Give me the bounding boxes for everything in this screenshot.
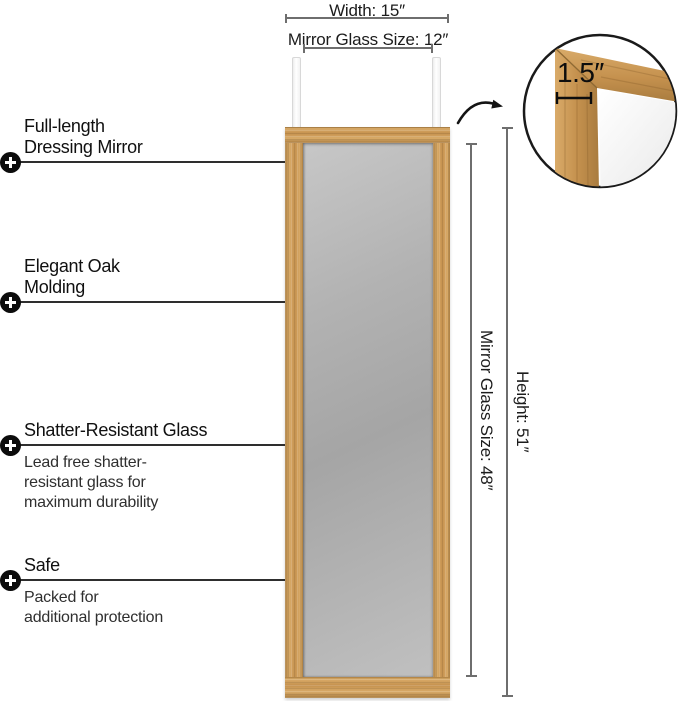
height-dimension: Height: 51″ bbox=[510, 127, 534, 697]
miter-seam-line bbox=[554, 47, 598, 89]
plus-icon bbox=[0, 570, 21, 591]
mirror-frame bbox=[285, 127, 450, 698]
mirror-glass bbox=[303, 143, 433, 677]
inset-wood-corner bbox=[554, 47, 676, 187]
plus-icon bbox=[0, 435, 21, 456]
callout-description: Lead free shatter- resistant glass for m… bbox=[24, 454, 159, 511]
callout-line bbox=[20, 579, 285, 581]
glass-width-dimension-label: Mirror Glass Size: 12″ bbox=[287, 30, 449, 49]
plus-icon bbox=[0, 292, 21, 313]
callout-title: Safe bbox=[24, 555, 60, 575]
callout-title: Shatter-Resistant Glass bbox=[24, 420, 208, 440]
frame-depth-dimension-line bbox=[555, 92, 593, 104]
over-door-hook-right bbox=[432, 57, 441, 129]
callout-line bbox=[20, 161, 285, 163]
curved-arrow-icon bbox=[456, 99, 503, 125]
callout-line bbox=[20, 301, 285, 303]
width-dimension-line bbox=[285, 13, 449, 23]
frame-corner-inset: 1.5″ bbox=[522, 33, 678, 189]
mirror-frame-rail-bottom bbox=[285, 677, 450, 698]
mirror-frame-rail-left bbox=[285, 143, 303, 677]
glass-height-dimension-line bbox=[465, 143, 477, 677]
callout-line bbox=[20, 444, 285, 446]
callout-title: Elegant Oak Molding bbox=[24, 256, 120, 297]
mirror-frame-rail-right bbox=[433, 143, 450, 677]
callout-description: Packed for additional protection bbox=[24, 589, 164, 626]
height-dimension-label: Height: 51″ bbox=[513, 371, 532, 453]
callout-title: Full-length Dressing Mirror bbox=[24, 116, 143, 157]
glass-width-dimension-line bbox=[303, 43, 433, 53]
frame-depth-label: 1.5″ bbox=[557, 57, 604, 88]
plus-icon bbox=[0, 152, 21, 173]
over-door-hook-left bbox=[292, 57, 301, 129]
height-dimension-line bbox=[501, 127, 513, 697]
mirror-frame-rail-top bbox=[285, 127, 450, 143]
width-dimension-label: Width: 15″ bbox=[329, 1, 405, 20]
inset-glass bbox=[598, 91, 676, 187]
glass-height-dimension: Mirror Glass Size: 48″ bbox=[474, 143, 498, 677]
glass-height-dimension-label: Mirror Glass Size: 48″ bbox=[477, 329, 496, 491]
